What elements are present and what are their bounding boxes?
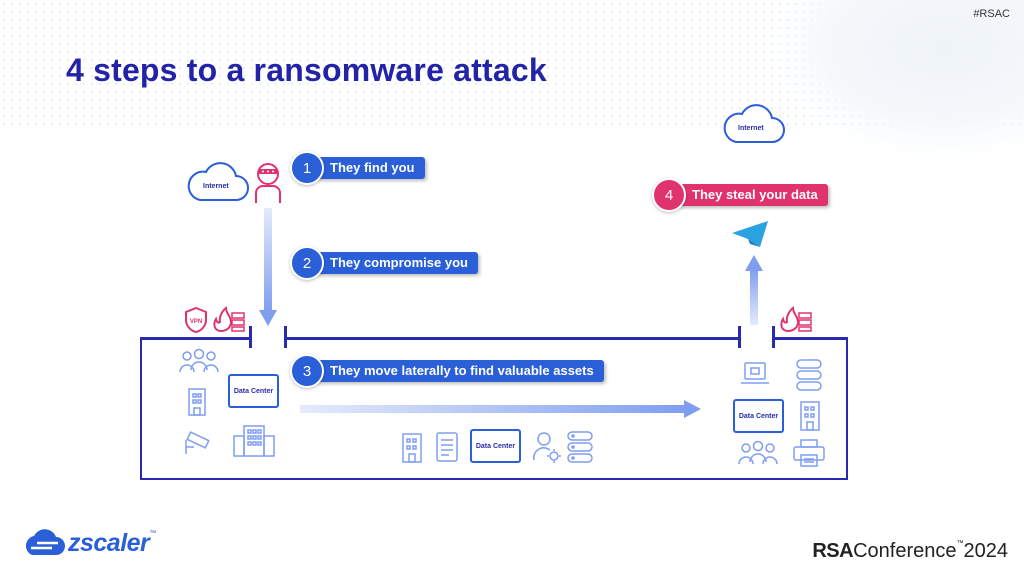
background-swoosh: [764, 0, 1024, 160]
hacker-icon: [255, 163, 281, 203]
network-boundary-top: [773, 337, 848, 340]
internet-cloud-label-left: Internet: [203, 183, 229, 190]
step-label: They move laterally to find valuable ass…: [312, 360, 604, 382]
firewall-fire-icon: [213, 305, 245, 333]
conference-wordmark: Conference: [853, 540, 957, 562]
rsa-conference-logo: RSA Conference ™ 2024: [812, 540, 1008, 563]
rsa-wordmark: RSA: [812, 540, 854, 562]
arrow-up-icon: [745, 255, 763, 325]
building-icon: [188, 388, 206, 416]
firewall-gap-marker: [249, 326, 252, 348]
vpn-shield-icon: VPN: [185, 306, 207, 334]
step-number: 1: [290, 151, 324, 185]
document-icon: [436, 432, 458, 462]
data-center-left: Data Center: [228, 374, 279, 408]
building-icon: [800, 401, 820, 431]
users-icon: [738, 440, 778, 465]
step-number: 2: [290, 246, 324, 280]
zscaler-logo: zscaler ™: [22, 528, 156, 558]
telegram-icon: [732, 221, 768, 247]
zscaler-trademark: ™: [149, 530, 157, 537]
step-label: They compromise you: [312, 252, 478, 274]
zscaler-wordmark: zscaler: [68, 528, 150, 557]
zscaler-cloud-icon: [25, 529, 65, 555]
printer-icon: [793, 439, 825, 467]
data-center-middle: Data Center: [470, 429, 521, 463]
step-4-badge: 4 They steal your data: [652, 178, 828, 212]
conference-year: 2024: [963, 540, 1009, 562]
hashtag-label: #RSAC: [973, 8, 1010, 20]
step-label: They steal your data: [674, 184, 828, 206]
firewall-gap-marker: [772, 326, 775, 348]
building-icon: [402, 433, 422, 463]
data-center-right: Data Center: [733, 399, 784, 433]
firewall-gap-marker: [738, 326, 741, 348]
laptop-icon: [741, 362, 769, 384]
page-title: 4 steps to a ransomware attack: [66, 52, 547, 88]
firewall-gap-marker: [284, 326, 287, 348]
office-building-icon: [233, 425, 275, 457]
step-1-badge: 1 They find you: [290, 151, 425, 185]
step-label: They find you: [312, 157, 425, 179]
internet-cloud-label-right: Internet: [738, 125, 764, 132]
step-2-badge: 2 They compromise you: [290, 246, 478, 280]
conference-trademark: ™: [956, 540, 964, 547]
server-icon: [567, 431, 593, 463]
lateral-arrow-icon: [300, 400, 701, 418]
arrow-down-icon: [259, 208, 277, 326]
internet-cloud-icon: [187, 162, 249, 201]
users-icon: [179, 348, 219, 373]
network-boundary: [140, 338, 848, 480]
user-settings-icon: [533, 432, 561, 463]
step-3-badge: 3 They move laterally to find valuable a…: [290, 354, 604, 388]
internet-cloud-icon: [723, 104, 785, 143]
firewall-fire-icon: [780, 305, 812, 333]
server-icon: [796, 359, 822, 391]
security-camera-icon: [185, 431, 210, 454]
network-boundary-top: [285, 337, 739, 340]
step-number: 4: [652, 178, 686, 212]
network-boundary-top: [140, 337, 250, 340]
vpn-label: VPN: [190, 319, 202, 325]
step-number: 3: [290, 354, 324, 388]
